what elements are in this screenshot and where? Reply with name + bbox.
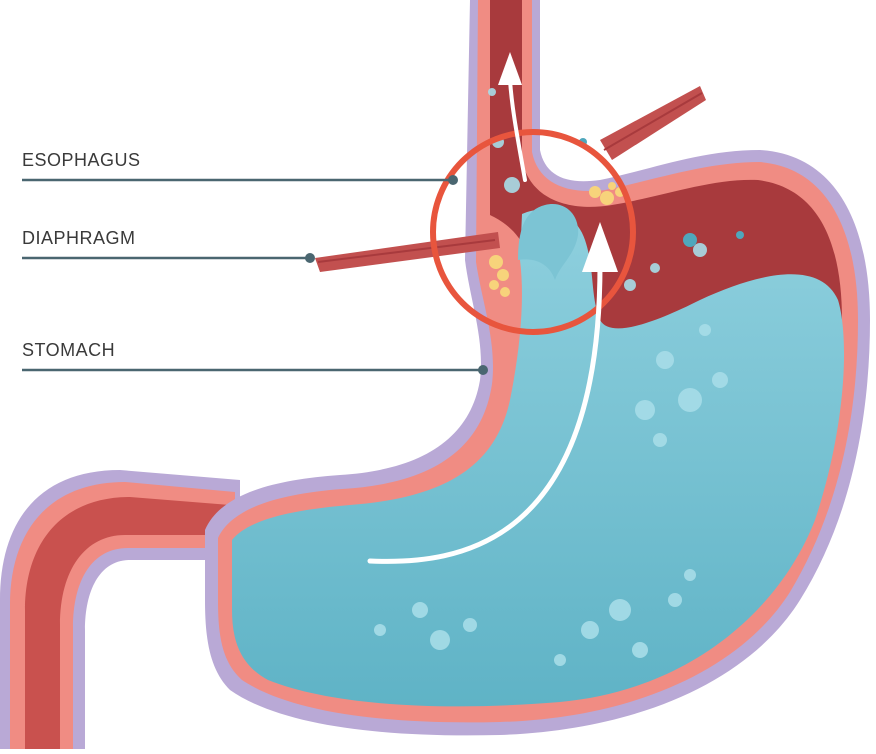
- stomach-label: STOMACH: [22, 340, 115, 361]
- duodenum: [0, 470, 240, 749]
- leader-dots: [305, 175, 488, 375]
- esophagus-label: ESOPHAGUS: [22, 150, 141, 171]
- diaphragm-label: DIAPHRAGM: [22, 228, 136, 249]
